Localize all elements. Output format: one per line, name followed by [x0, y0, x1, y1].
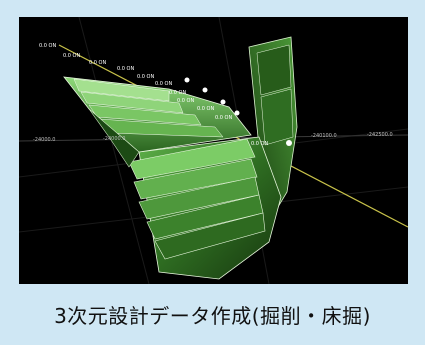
station-label: 0.0 ON [197, 106, 214, 112]
axis-label: -240100.0 [311, 133, 337, 139]
station-label: 0.0 ON [89, 60, 106, 66]
3d-viewport[interactable]: 0.0 ON 0.0 ON 0.0 ON 0.0 ON 0.0 ON 0.0 O… [19, 17, 408, 284]
station-label: 0.0 ON [251, 141, 268, 147]
caption-text: 3次元設計データ作成(掘削・床掘) [54, 304, 371, 328]
station-label: 0.0 ON [39, 43, 56, 49]
station-label: 0.0 ON [137, 74, 154, 80]
axis-label: -24000.0 [33, 137, 55, 143]
station-labels: 0.0 ON 0.0 ON 0.0 ON 0.0 ON 0.0 ON 0.0 O… [39, 43, 268, 147]
station-label: 0.0 ON [169, 90, 186, 96]
station-label: 0.0 ON [215, 115, 232, 121]
excavation-surface [63, 36, 298, 280]
station-label: 0.0 ON [63, 53, 80, 59]
station-label: 0.0 ON [177, 98, 194, 104]
axis-labels: -24000.0 -24000.0 -240100.0 -242500.0 [33, 132, 393, 143]
axis-label: -242500.0 [367, 132, 393, 138]
station-markers [184, 77, 292, 146]
axis-label: -24000.0 [103, 136, 125, 142]
station-label: 0.0 ON [117, 66, 134, 72]
station-label: 0.0 ON [155, 81, 172, 87]
